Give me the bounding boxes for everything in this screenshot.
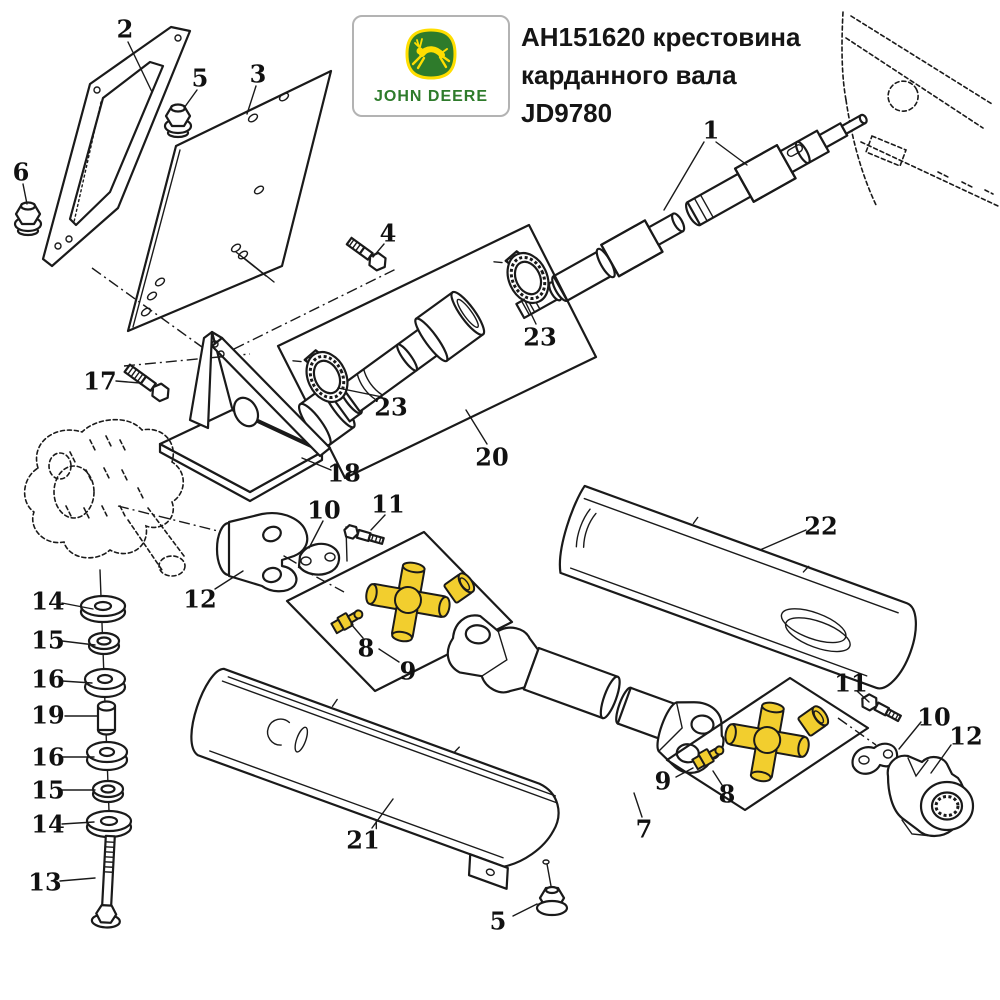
part-12-yoke-left: [215, 512, 309, 593]
john-deere-logo-card: JOHN DEERE: [352, 15, 510, 117]
callout-3: 3: [249, 59, 267, 89]
callout-22: 22: [804, 511, 838, 541]
callout-12: 12: [183, 584, 217, 614]
callout-4: 4: [379, 218, 397, 248]
callout-21: 21: [346, 825, 380, 855]
part-14-washer-2: [85, 809, 133, 839]
part-14-washer: [79, 594, 127, 624]
callout-9: 9: [654, 766, 672, 796]
part-19-spacer: [96, 700, 117, 736]
part-10-strap-right: [851, 742, 899, 775]
part-15-washer: [87, 631, 121, 656]
callout-23: 23: [523, 322, 557, 352]
callout-16: 16: [31, 664, 65, 694]
callout-20: 20: [475, 442, 509, 472]
callout-13: 13: [28, 867, 62, 897]
title-line-3: JD9780: [521, 98, 613, 128]
callout-1: 1: [702, 115, 720, 145]
callout-19: 19: [31, 700, 65, 730]
part-5-flange-nut-top: [163, 103, 193, 139]
part-23-clamp-right: [493, 250, 550, 304]
part-7-telescoping-shaft: [446, 614, 725, 774]
callout-23: 23: [374, 392, 408, 422]
part-18-support-bracket: [158, 330, 332, 503]
callout-15: 15: [31, 625, 65, 655]
part-8-grease-fitting-right: [691, 745, 725, 771]
callout-5: 5: [191, 63, 209, 93]
gearbox-phantom-sketch: [23, 418, 186, 577]
part-9-cross-journal-left: [365, 561, 451, 643]
panel-9-outline-left: [285, 530, 514, 693]
callout-8: 8: [357, 633, 375, 663]
callout-10: 10: [917, 702, 951, 732]
callout-18: 18: [327, 458, 361, 488]
title-line-2: карданного вала: [521, 60, 737, 90]
part-16-bushing-2: [85, 740, 129, 772]
title-line-1: АН151620 крестовина: [521, 22, 801, 52]
part-15-washer-2: [91, 779, 125, 804]
part-bearing-cap-right: [797, 705, 830, 737]
part-6-flange-nut: [13, 201, 43, 237]
callout-9: 9: [399, 656, 417, 686]
callout-14: 14: [31, 586, 65, 616]
callout-8: 8: [718, 779, 736, 809]
part-23-clamp-left: [292, 349, 349, 403]
part-8-grease-fitting-left: [330, 609, 364, 635]
callout-16: 16: [31, 742, 65, 772]
callout-11: 11: [371, 489, 405, 519]
part-17-bolt: [123, 363, 170, 403]
callout-7: 7: [635, 814, 653, 844]
hardware-stack: [79, 569, 133, 929]
part-9-cross-journal-right: [724, 701, 810, 783]
part-3-plate: [126, 69, 333, 333]
john-deere-logo-icon: [405, 28, 457, 80]
callout-10: 10: [307, 495, 341, 525]
part-11-bolt-left: [343, 524, 385, 545]
callout-14: 14: [31, 809, 65, 839]
part-21-shield: [190, 667, 560, 890]
part-2-plate: [41, 25, 192, 268]
callout-15: 15: [31, 775, 65, 805]
callout-2: 2: [116, 14, 134, 44]
panel-9-outline-right: [665, 676, 870, 812]
part-16-bushing: [83, 667, 127, 699]
john-deere-brand-text: JOHN DEERE: [373, 88, 489, 105]
callout-leader-lines: [22, 41, 952, 917]
callout-6: 6: [12, 157, 30, 187]
page-title: АН151620 крестовина карданного вала JD97…: [521, 18, 851, 132]
part-5-flange-nut-bottom: [535, 859, 569, 917]
callout-12: 12: [949, 721, 983, 751]
machine-phantom-outline: [841, 11, 999, 208]
part-13-bolt: [90, 834, 121, 929]
part-12-yoke-right: [886, 754, 975, 838]
callout-17: 17: [83, 366, 117, 396]
callout-11: 11: [834, 668, 868, 698]
part-bearing-cap-left: [443, 572, 476, 604]
part-22-shield: [558, 484, 917, 690]
part-20-shaft-guard-tube: [298, 290, 486, 447]
callout-5: 5: [489, 906, 507, 936]
